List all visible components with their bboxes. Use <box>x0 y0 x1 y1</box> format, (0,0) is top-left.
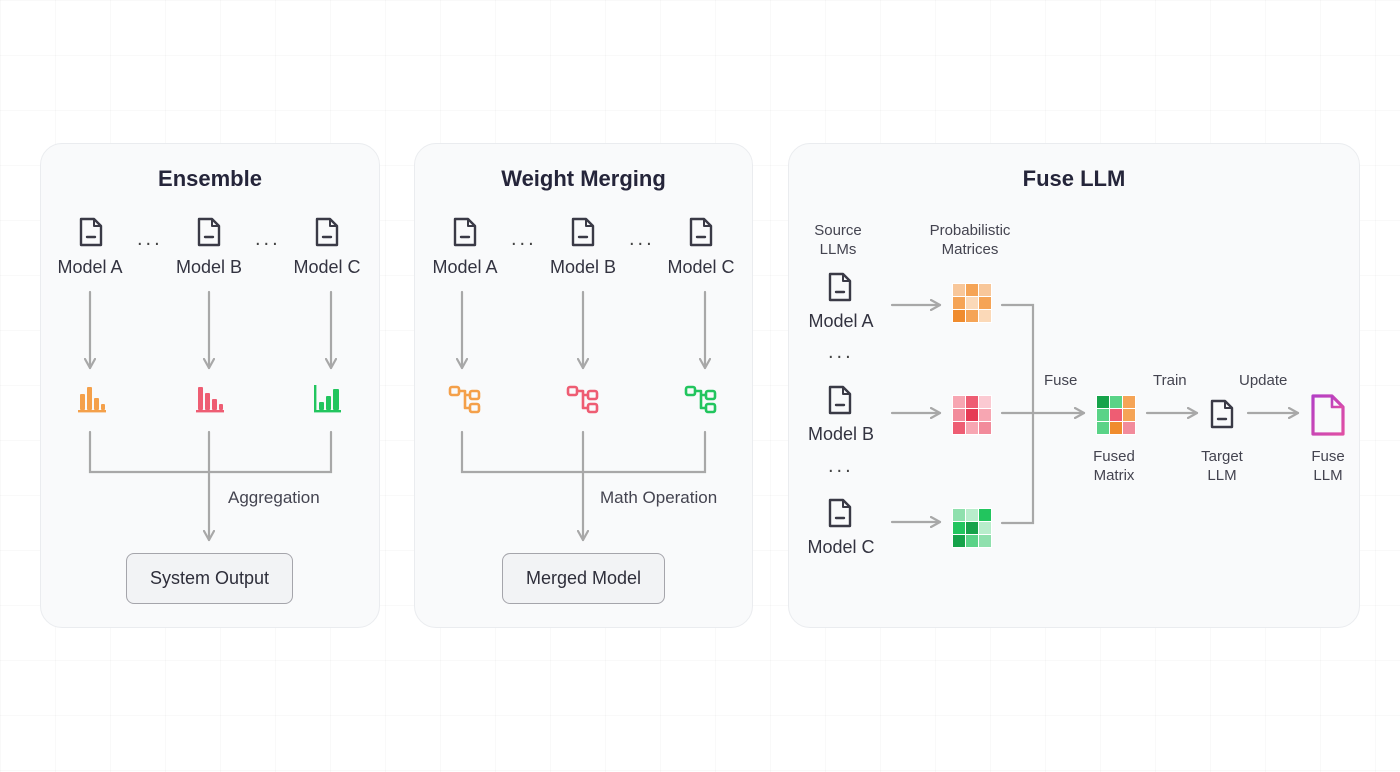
fuse-llm-panel <box>788 143 1360 628</box>
ellipsis: ... <box>828 341 854 363</box>
document-icon <box>197 217 221 247</box>
document-icon <box>828 272 852 302</box>
train-label: Train <box>1153 372 1187 389</box>
probability-matrix-c <box>952 508 992 548</box>
probability-matrix-b <box>952 395 992 435</box>
model-b-label: Model B <box>807 424 875 444</box>
fuse-llm-result-label: Fuse LLM <box>1311 448 1345 484</box>
document-icon <box>453 217 477 247</box>
math-operation-label: Math Operation <box>600 488 718 507</box>
aggregation-label: Aggregation <box>228 488 320 507</box>
model-c-label: Model C <box>807 537 875 557</box>
model-a-label: Model A <box>57 257 123 277</box>
fused-llm-document-icon <box>1311 394 1345 436</box>
target-llm-label: Target LLM <box>1201 448 1243 484</box>
bar-chart-icon <box>78 387 106 413</box>
probability-matrix-a <box>952 283 992 323</box>
model-a-label: Model A <box>432 257 498 277</box>
document-icon <box>79 217 103 247</box>
network-icon <box>566 385 599 414</box>
system-output-box: System Output <box>126 553 293 604</box>
ensemble-panel <box>40 143 380 628</box>
document-icon <box>828 385 852 415</box>
model-c-label: Model C <box>293 257 361 277</box>
model-c-label: Model C <box>667 257 735 277</box>
ellipsis: ... <box>828 455 854 477</box>
ellipsis: ... <box>629 228 655 250</box>
bar-chart-icon <box>196 387 224 413</box>
ellipsis: ... <box>511 228 537 250</box>
update-label: Update <box>1239 372 1288 389</box>
model-b-label: Model B <box>549 257 617 277</box>
model-a-label: Model A <box>808 311 874 331</box>
fused-matrix-label: Fused Matrix <box>1093 448 1135 484</box>
network-icon <box>448 385 481 414</box>
document-icon <box>571 217 595 247</box>
merged-model-box: Merged Model <box>502 553 665 604</box>
ellipsis: ... <box>137 228 163 250</box>
model-b-label: Model B <box>175 257 243 277</box>
ensemble-title: Ensemble <box>158 166 262 191</box>
document-icon <box>689 217 713 247</box>
weight-merging-panel <box>414 143 753 628</box>
document-icon <box>315 217 339 247</box>
fuse-llm-title: Fuse LLM <box>1022 166 1126 191</box>
network-icon <box>684 385 717 414</box>
fused-matrix <box>1096 395 1136 435</box>
source-llms-label: Source LLMs <box>814 222 862 258</box>
ensemble-aggregation-bracket <box>88 430 333 474</box>
fuse-label: Fuse <box>1044 372 1078 389</box>
bar-chart-icon <box>314 385 341 413</box>
ellipsis: ... <box>255 228 281 250</box>
document-icon <box>828 498 852 528</box>
document-icon <box>1210 399 1234 429</box>
weight-merging-title: Weight Merging <box>501 166 666 191</box>
probabilistic-matrices-label: Probabilistic Matrices <box>929 222 1011 258</box>
